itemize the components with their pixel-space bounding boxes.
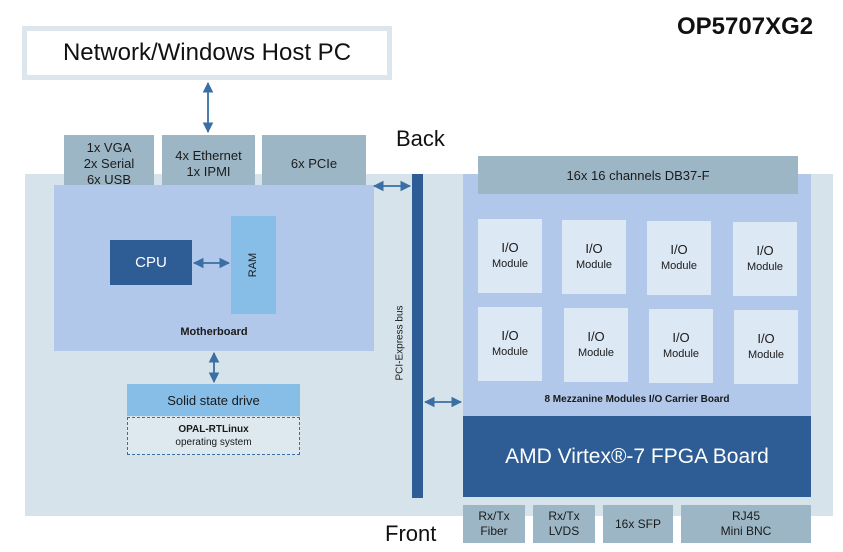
- fpga-board-block: AMD Virtex®-7 FPGA Board: [463, 416, 811, 497]
- port-line: Fiber: [480, 524, 508, 538]
- carrier-board-label: 8 Mezzanine Modules I/O Carrier Board: [544, 394, 730, 405]
- pcie-bus-bar: [412, 174, 423, 498]
- io-module-line1: I/O: [501, 240, 519, 255]
- io-module-8: I/O Module: [734, 310, 798, 384]
- io-module-2: I/O Module: [562, 220, 626, 294]
- io-module-line2: Module: [491, 258, 529, 270]
- io-module-line1: I/O: [757, 331, 775, 346]
- io-module-6: I/O Module: [564, 308, 628, 382]
- port-line: 4x Ethernet: [175, 148, 242, 163]
- back-port-ethernet-ipmi: 4x Ethernet 1x IPMI: [162, 135, 255, 193]
- os-name: OPAL-RTLinux: [178, 424, 249, 435]
- front-port-sfp: 16x SFP: [603, 505, 673, 543]
- port-line: LVDS: [548, 524, 580, 538]
- io-module-line1: I/O: [756, 243, 774, 258]
- port-line: 2x Serial: [83, 156, 135, 171]
- motherboard-label: Motherboard: [180, 326, 248, 338]
- io-module-line2: Module: [660, 260, 698, 272]
- front-port-rj45-bnc: RJ45 Mini BNC: [681, 505, 811, 543]
- back-label: Back: [396, 126, 445, 151]
- port-line: Rx/Tx: [548, 509, 580, 523]
- port-line: 16x SFP: [614, 516, 662, 531]
- product-title: OP5707XG2: [677, 13, 814, 40]
- io-module-1: I/O Module: [478, 219, 542, 293]
- back-port-vga-serial-usb: 1x VGA 2x Serial 6x USB: [64, 135, 154, 193]
- io-module-line2: Module: [747, 349, 785, 361]
- front-port-lvds: Rx/Tx LVDS: [533, 505, 595, 543]
- ram-block: RAM: [231, 216, 276, 314]
- port-line: 1x VGA: [86, 140, 132, 155]
- port-line: Rx/Tx: [478, 509, 510, 523]
- db37-label: 16x 16 channels DB37-F: [566, 167, 710, 183]
- front-label: Front: [385, 521, 437, 546]
- port-line: 1x IPMI: [186, 164, 231, 179]
- io-module-line1: I/O: [672, 330, 690, 345]
- port-line: RJ45: [731, 509, 760, 523]
- port-line: 6x PCIe: [290, 156, 338, 171]
- io-module-line1: I/O: [501, 328, 519, 343]
- io-module-line2: Module: [491, 346, 529, 358]
- db37-connector-block: 16x 16 channels DB37-F: [478, 156, 798, 194]
- io-module-line2: Module: [662, 348, 700, 360]
- port-line: Mini BNC: [720, 524, 772, 538]
- io-module-5: I/O Module: [478, 307, 542, 381]
- io-module-line1: I/O: [587, 329, 605, 344]
- host-pc-label: Network/Windows Host PC: [62, 39, 352, 66]
- port-line: 6x USB: [86, 172, 132, 187]
- io-module-line2: Module: [577, 347, 615, 359]
- os-description: operating system: [175, 437, 252, 448]
- cpu-label: CPU: [135, 254, 167, 271]
- io-module-line1: I/O: [585, 241, 603, 256]
- io-module-line2: Module: [575, 259, 613, 271]
- io-module-7: I/O Module: [649, 309, 713, 383]
- io-module-line1: I/O: [670, 242, 688, 257]
- io-module-3: I/O Module: [647, 221, 711, 295]
- io-module-line2: Module: [746, 261, 784, 273]
- cpu-block: CPU: [110, 240, 192, 285]
- fpga-label: AMD Virtex®-7 FPGA Board: [505, 444, 769, 468]
- host-pc-box: Network/Windows Host PC: [22, 26, 392, 80]
- ssd-block: Solid state drive: [127, 384, 300, 416]
- back-port-pcie: 6x PCIe: [262, 135, 366, 193]
- os-block: OPAL-RTLinux operating system: [127, 417, 300, 455]
- io-module-4: I/O Module: [733, 222, 797, 296]
- ssd-label: Solid state drive: [167, 392, 260, 408]
- front-port-fiber: Rx/Tx Fiber: [463, 505, 525, 543]
